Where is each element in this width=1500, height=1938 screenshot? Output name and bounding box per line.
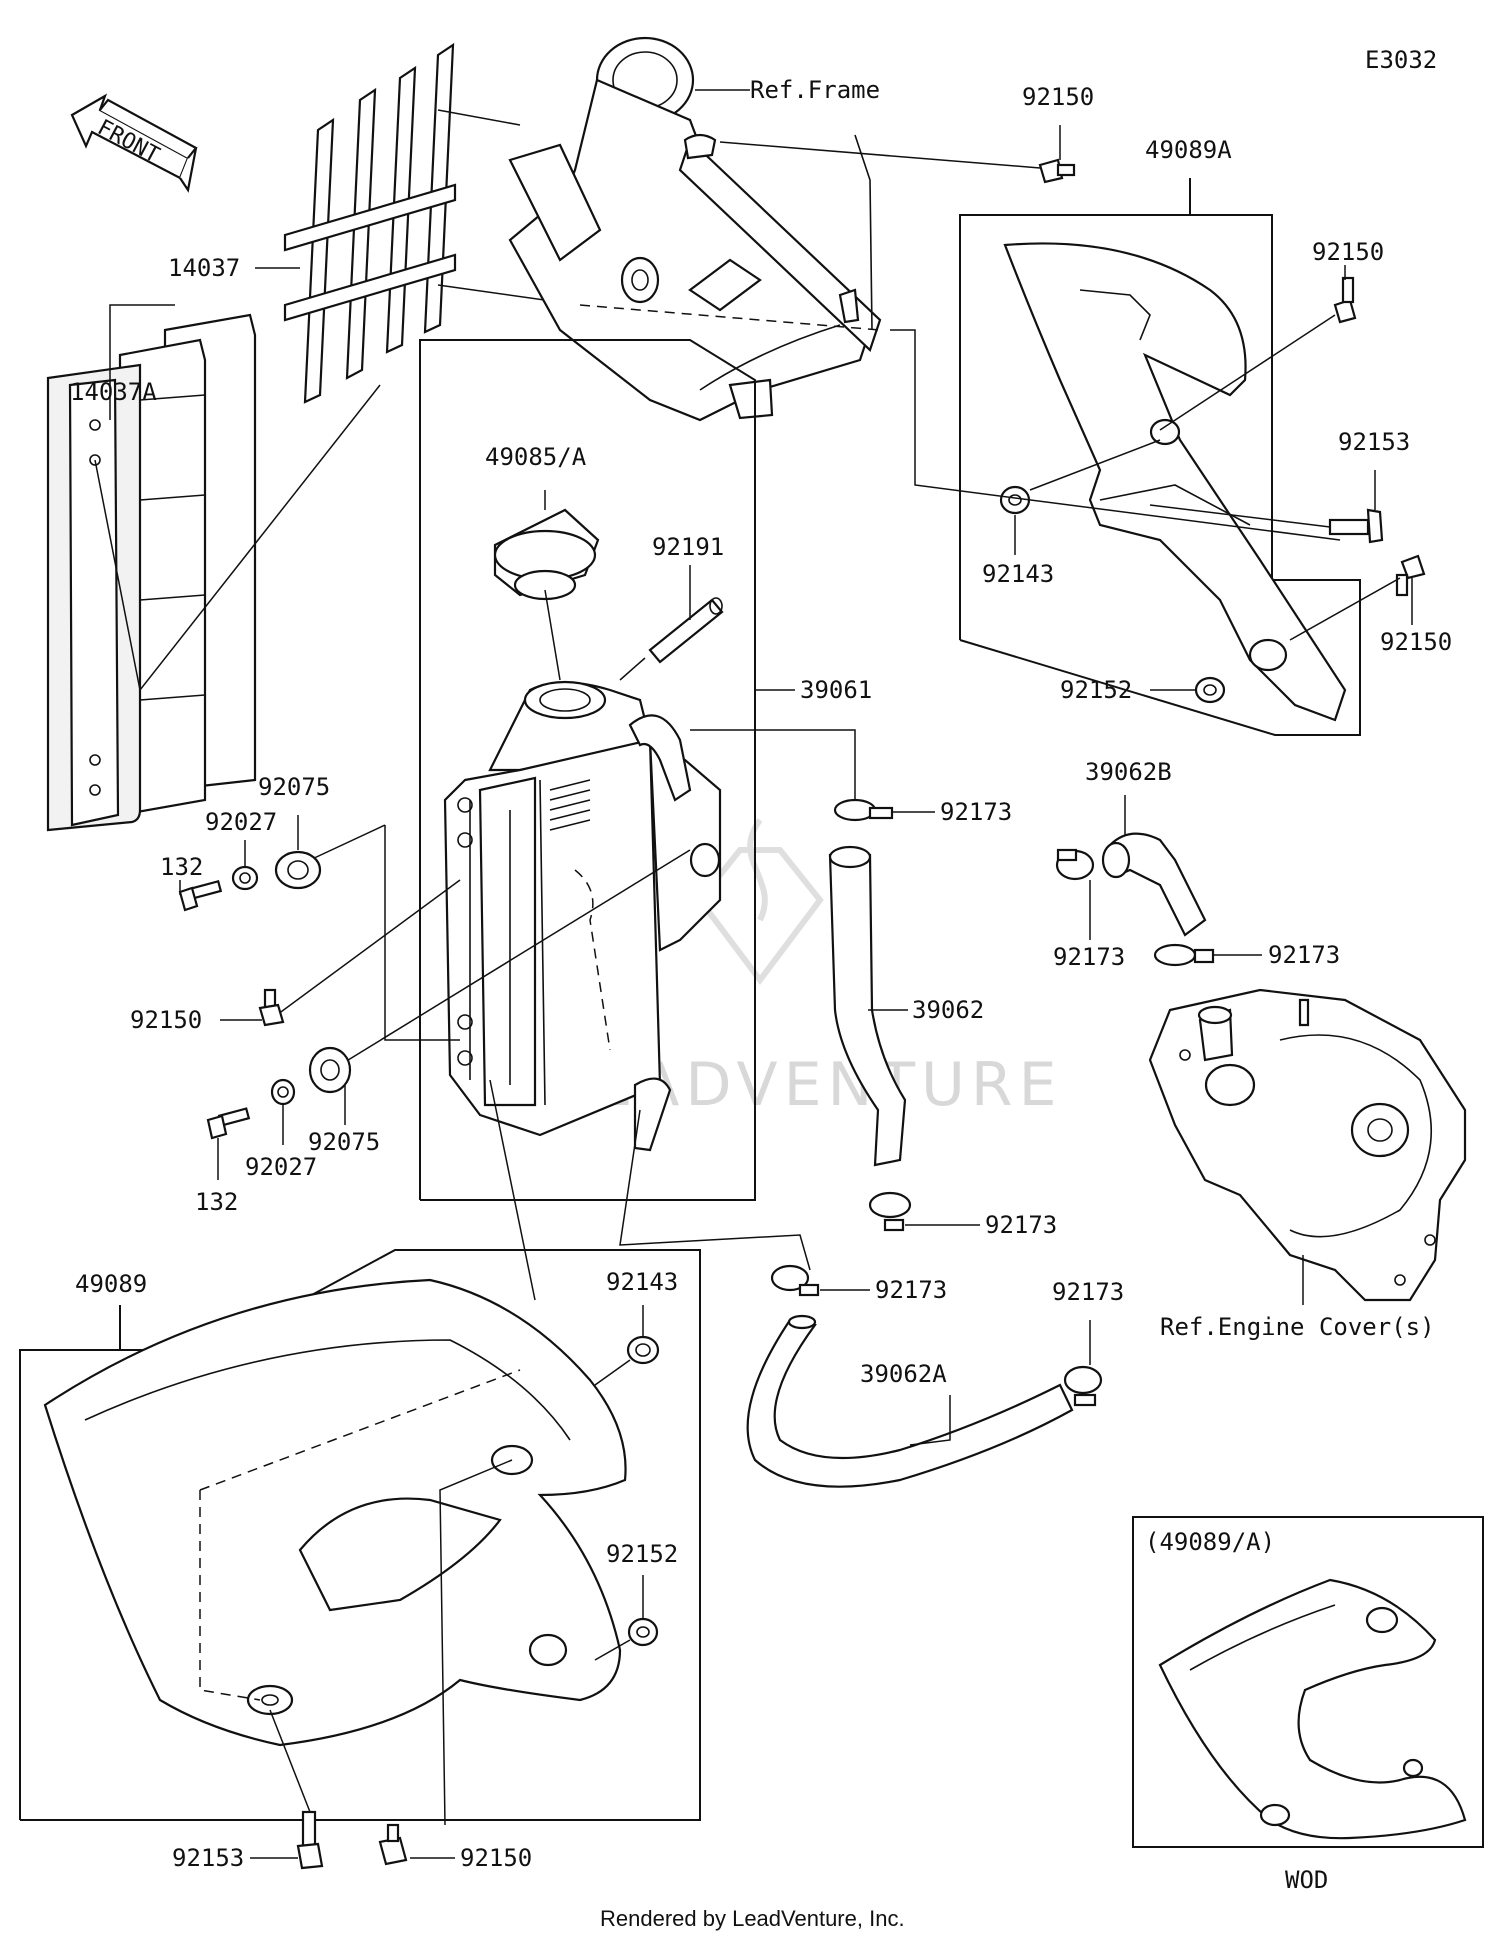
engine-cover-reference [1148, 988, 1467, 1302]
label-92143-right: 92143 [982, 560, 1054, 588]
grommet-92075-top [274, 850, 322, 890]
inset-caption: WOD [1285, 1866, 1328, 1894]
label-14037A: 14037A [70, 378, 157, 406]
shroud-49089A [1003, 242, 1347, 722]
clamp-92173-e [770, 1264, 820, 1297]
washer-92027-top [231, 865, 259, 891]
grommet-92075-bottom [308, 1046, 352, 1094]
label-49089A: 49089A [1145, 136, 1232, 164]
label-92150-top: 92150 [1022, 83, 1094, 111]
bolt-92153-right [1328, 508, 1384, 544]
label-92150-right-top: 92150 [1312, 238, 1384, 266]
hose-39062A [746, 1314, 1074, 1488]
label-92153-bottom: 92153 [172, 1844, 244, 1872]
clamp-92173-a [833, 798, 894, 822]
footer-text: Rendered by LeadVenture, Inc. [600, 1906, 905, 1931]
radiator-core [443, 680, 722, 1152]
label-14037: 14037 [168, 254, 240, 282]
bolt-132-top [178, 879, 223, 912]
label-39062A: 39062A [860, 1360, 947, 1388]
radiator-cap-49085A [493, 508, 600, 681]
bolt-132-bottom [206, 1107, 251, 1140]
collar-92143-left [626, 1335, 660, 1365]
label-92027-bottom: 92027 [245, 1153, 317, 1181]
label-49089: 49089 [75, 1270, 147, 1298]
collar-92152-left [627, 1617, 659, 1647]
clamp-92173-f [1063, 1365, 1103, 1407]
bolt-92150-top [1038, 158, 1076, 184]
frame-reference [508, 36, 1041, 422]
label-39061: 39061 [800, 676, 872, 704]
label-39062: 39062 [912, 996, 984, 1024]
label-92173-e: 92173 [875, 1276, 947, 1304]
label-ref-frame: Ref.Frame [750, 76, 880, 104]
label-132-bottom: 132 [195, 1188, 238, 1216]
label-92191: 92191 [652, 533, 724, 561]
label-92075-top: 92075 [258, 773, 330, 801]
clamp-92173-b [1055, 848, 1095, 881]
label-92173-a: 92173 [940, 798, 1012, 826]
shroud-49089 [43, 1278, 627, 1747]
label-92152-right: 92152 [1060, 676, 1132, 704]
hose-39062B [1101, 832, 1207, 937]
label-92150-right-bottom: 92150 [1380, 628, 1452, 656]
label-92173-c: 92173 [1268, 941, 1340, 969]
label-92173-d: 92173 [985, 1211, 1057, 1239]
clamp-92173-c [1153, 943, 1215, 967]
inset-title: (49089/A) [1145, 1528, 1275, 1556]
box-49089A [959, 214, 1361, 736]
label-92173-b: 92173 [1053, 943, 1125, 971]
hose-39062 [828, 845, 907, 1167]
radiator-guard-14037 [283, 42, 581, 404]
bolt-92150-left [258, 988, 285, 1027]
collar-92143-right [999, 485, 1031, 515]
bolt-92150-bottom [378, 1823, 408, 1866]
grille-14037A [46, 313, 381, 832]
front-arrow: FRONT [70, 93, 198, 193]
label-92150-left: 92150 [130, 1006, 202, 1034]
washer-92027-bottom [270, 1078, 296, 1106]
box-39061 [419, 339, 756, 1201]
label-92143-left: 92143 [606, 1268, 678, 1296]
label-92150-bottom: 92150 [460, 1844, 532, 1872]
label-132-top: 132 [160, 853, 203, 881]
diagram-code: E3032 [1365, 46, 1437, 74]
label-49085A: 49085/A [485, 443, 587, 471]
label-92153-right: 92153 [1338, 428, 1410, 456]
label-92152-left: 92152 [606, 1540, 678, 1568]
inset-box [1132, 1516, 1484, 1848]
box-49089 [19, 1249, 701, 1821]
bolt-92150-right-top [1333, 276, 1357, 324]
bolt-92153-bottom [296, 1810, 324, 1870]
tube-92191 [619, 597, 724, 681]
label-92027-top: 92027 [205, 808, 277, 836]
label-39062B: 39062B [1085, 758, 1172, 786]
label-ref-engine-cover: Ref.Engine Cover(s) [1160, 1313, 1435, 1341]
clamp-92173-d [868, 1191, 912, 1232]
collar-92152-right [1194, 676, 1226, 704]
bolt-92150-right-bottom [1395, 554, 1426, 597]
label-92075-bottom: 92075 [308, 1128, 380, 1156]
label-92173-f: 92173 [1052, 1278, 1124, 1306]
inset-shroud-49089A [1158, 1578, 1467, 1840]
